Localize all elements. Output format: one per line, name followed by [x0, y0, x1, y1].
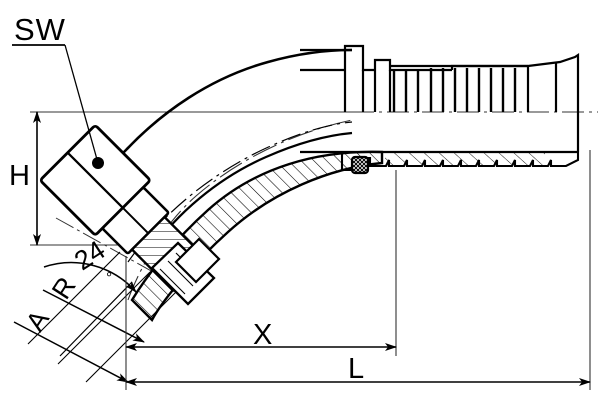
- drawing-geometry: [12, 44, 598, 390]
- o-ring-seal: [350, 155, 370, 175]
- label-h: H: [9, 160, 30, 192]
- callout-sw: [12, 44, 104, 169]
- projection-lines-diagonal: [27, 251, 177, 383]
- dimension-a: [13, 321, 129, 383]
- thread-stub: [174, 237, 221, 284]
- elbow-outer-curve: [107, 48, 353, 169]
- barb-top-outline: [390, 52, 580, 152]
- a-dimension-line: [13, 321, 129, 383]
- nut-flat-line-1: [66, 151, 124, 209]
- r-dimension-line: [42, 289, 145, 343]
- nut-collar-line: [122, 207, 149, 234]
- dimension-angle-24: [43, 261, 137, 357]
- label-x: X: [253, 319, 273, 351]
- angle-arc: [43, 261, 137, 293]
- sw-leader-dot: [92, 157, 104, 169]
- projection-lines-vertical: [125, 150, 591, 390]
- dimension-r: [42, 289, 145, 343]
- barb-ribs: [392, 68, 517, 112]
- angle-ray-lower: [59, 281, 133, 357]
- elbow-inner-curve: [149, 131, 353, 253]
- label-l: L: [348, 353, 365, 385]
- flange-collar: [300, 44, 528, 112]
- barb-sawtooth-profile: [356, 152, 580, 168]
- sw-leader-line: [64, 44, 99, 164]
- label-sw: SW: [14, 12, 66, 47]
